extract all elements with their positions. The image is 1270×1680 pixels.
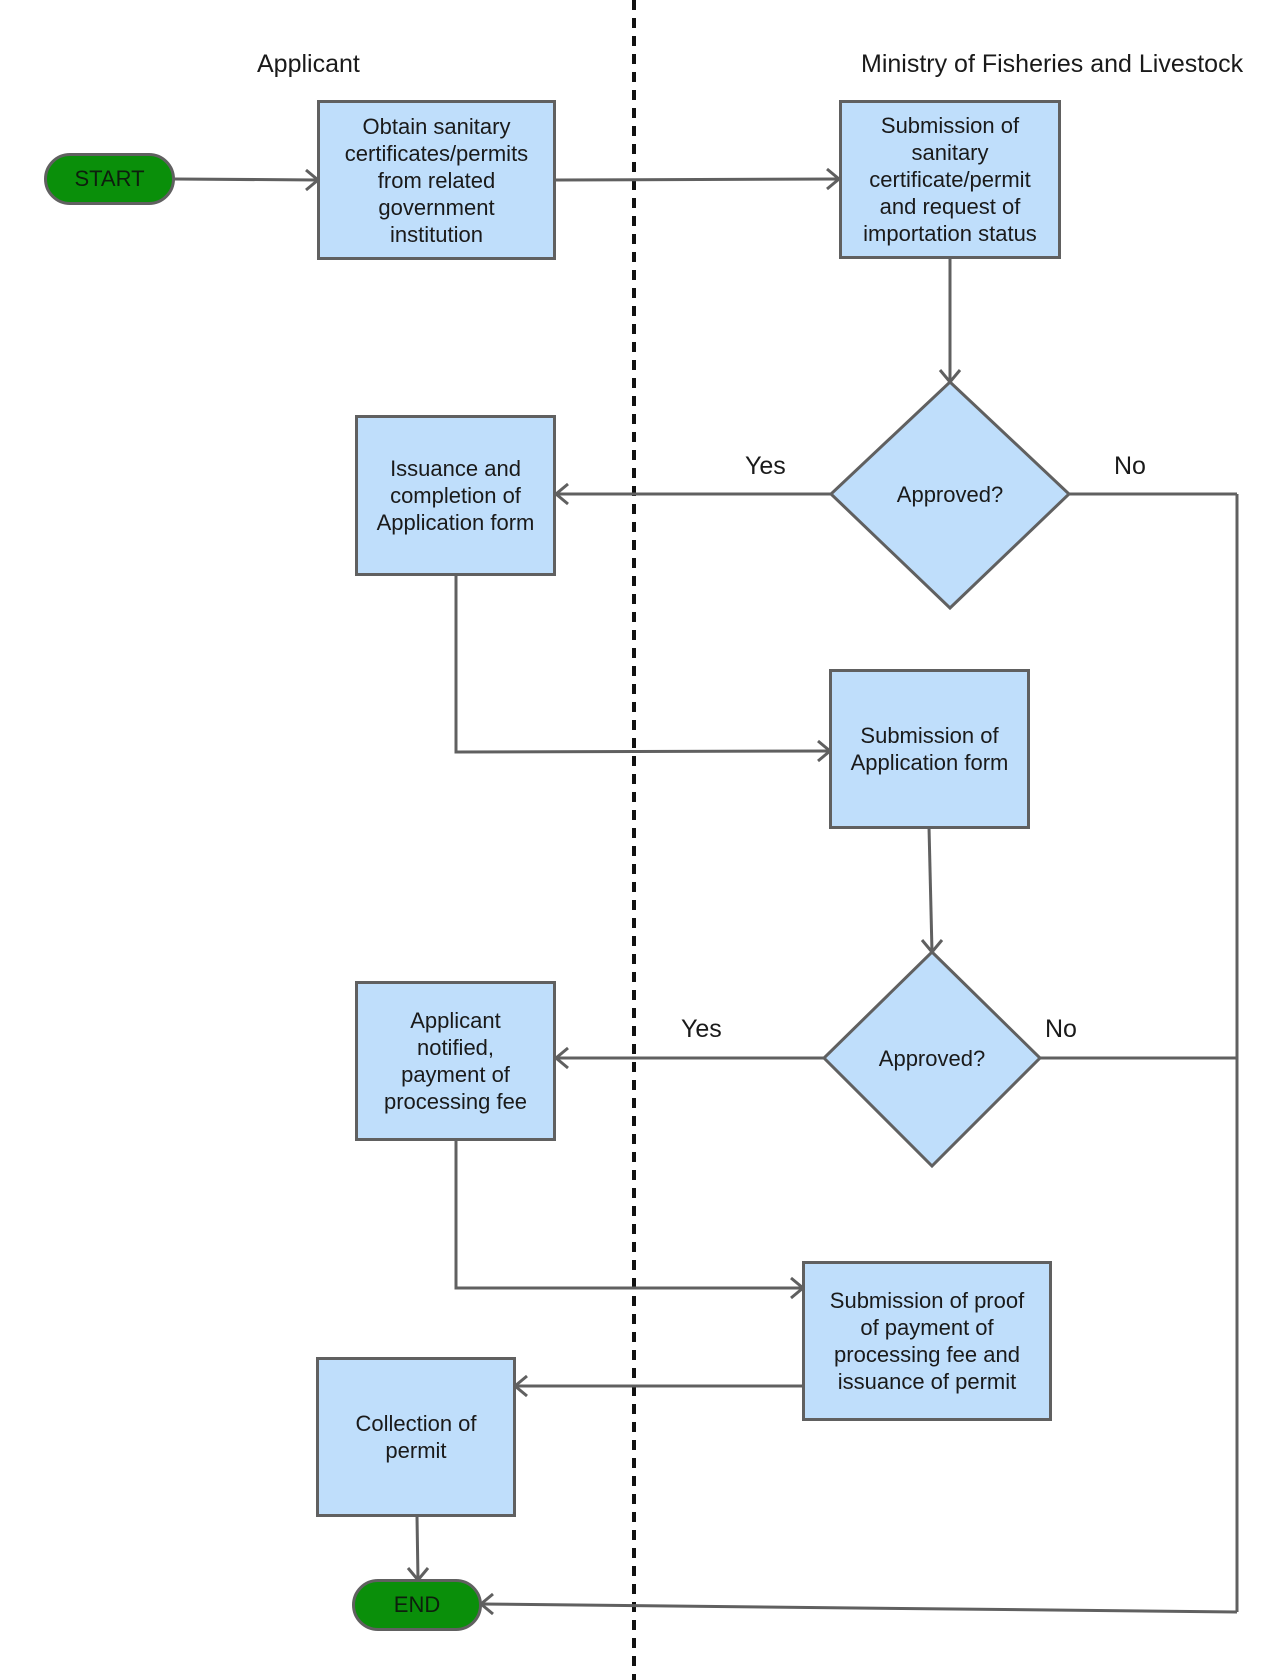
decision-label-1: Approved? [896,482,1004,507]
step-issuance-application-form: Issuance and completion of Application f… [355,415,556,576]
lane-label-applicant: Applicant [257,50,360,78]
step-label: Submission of sanitary certificate/permi… [863,113,1037,246]
edge-obtain-to-submission [555,177,840,182]
step-label: Collection of permit [355,1411,477,1463]
edge-label-no-1: No [1114,452,1146,480]
edge-start-to-obtain [173,177,319,182]
step-label: Obtain sanitary certificates/permits fro… [344,113,529,247]
step-submission-proof-of-payment: Submission of proof of payment of proces… [802,1261,1052,1421]
step-applicant-notified: Applicant notified, payment of processin… [355,981,556,1141]
edge-label-yes-2: Yes [681,1015,722,1043]
decision-label-2: Approved? [878,1046,986,1071]
edge-rail-to-end [480,1602,1238,1614]
arrowhead [553,1046,569,1070]
edge-form-to-decision2 [927,826,934,953]
edge-issuance-to-submission-form [454,575,831,754]
edge-label-yes-1: Yes [745,452,786,480]
edge-notified-to-proof [454,1139,803,1290]
decision-approved-2 [821,949,1043,1169]
end-terminal: END [352,1579,482,1631]
start-terminal: START [44,153,175,205]
edge-label-no-2: No [1045,1015,1077,1043]
step-label: Applicant notified, payment of processin… [383,1008,528,1114]
arrowhead [553,482,569,506]
step-label: Submission of proof of payment of proces… [829,1288,1025,1394]
step-submission-certificate: Submission of sanitary certificate/permi… [839,100,1061,259]
step-submission-application-form: Submission of Application form [829,669,1030,829]
step-label: Submission of Application form [850,723,1009,775]
edge-collection-to-end [415,1515,420,1581]
step-collection-of-permit: Collection of permit [316,1357,516,1517]
step-obtain-certificates: Obtain sanitary certificates/permits fro… [317,100,556,260]
decision-approved-1 [828,379,1072,611]
step-label: Issuance and completion of Application f… [376,456,535,535]
lane-label-ministry: Ministry of Fisheries and Livestock [861,50,1244,78]
